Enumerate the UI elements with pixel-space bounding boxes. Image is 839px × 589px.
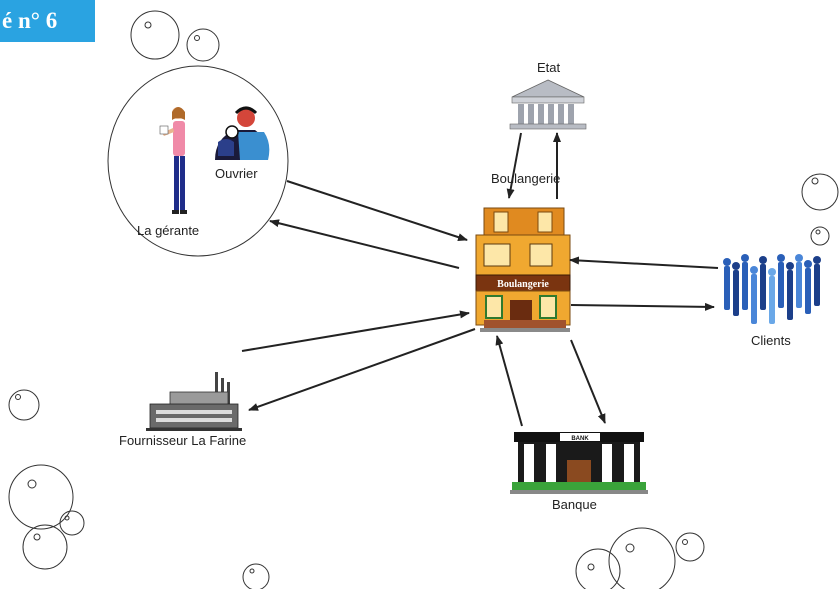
node-label-bakery: Boulangerie [491, 171, 561, 186]
arrow-company-to-bakery [286, 180, 468, 241]
bubble [608, 527, 676, 589]
bubble [575, 548, 621, 589]
bubble [810, 226, 830, 246]
bubble [801, 173, 839, 211]
bakery-sign: Boulangerie [497, 279, 549, 290]
node-label-clients: Clients [751, 333, 791, 348]
bubble [8, 464, 74, 530]
node-label-supplier: Fournisseur La Farine [119, 433, 247, 448]
node-label-manager: La gérante [137, 223, 200, 238]
bubble [59, 510, 85, 536]
bubble [22, 524, 68, 570]
factory-icon [146, 372, 242, 431]
decorative-bubbles [8, 10, 839, 589]
company-group-circle [107, 65, 289, 257]
node-label-bank: Banque [552, 497, 597, 512]
node-label-workers: Ouvrier [215, 166, 258, 181]
node-label-state: Etat [537, 60, 561, 75]
woman-manager-icon [159, 107, 187, 214]
arrow-bakery-to-clients [570, 302, 715, 311]
bank-building-icon [510, 432, 648, 494]
flow-arrows [241, 132, 719, 427]
worker-icon [215, 106, 270, 160]
government-building-icon [509, 79, 587, 130]
arrow-state-to-bakery [506, 132, 522, 199]
arrow-bakery-to-company [269, 219, 460, 269]
arrow-clients-to-bakery [569, 256, 719, 269]
bubble [8, 389, 40, 421]
arrow-bank-to-bakery [495, 335, 523, 427]
bank-sign: BANK [571, 436, 589, 442]
activity-badge: é n° 6 [0, 0, 95, 42]
bubble [675, 532, 705, 562]
arrow-bakery-to-bank [570, 339, 606, 424]
bubble [130, 10, 180, 60]
arrow-bakery-to-supplier [248, 328, 476, 411]
crowd-icon [723, 254, 821, 324]
bubble [186, 28, 220, 62]
bakery-building-icon [475, 207, 571, 332]
activity-label: é n° 6 [2, 8, 58, 33]
bubble [242, 563, 270, 589]
arrow-supplier-to-bakery [241, 310, 470, 352]
